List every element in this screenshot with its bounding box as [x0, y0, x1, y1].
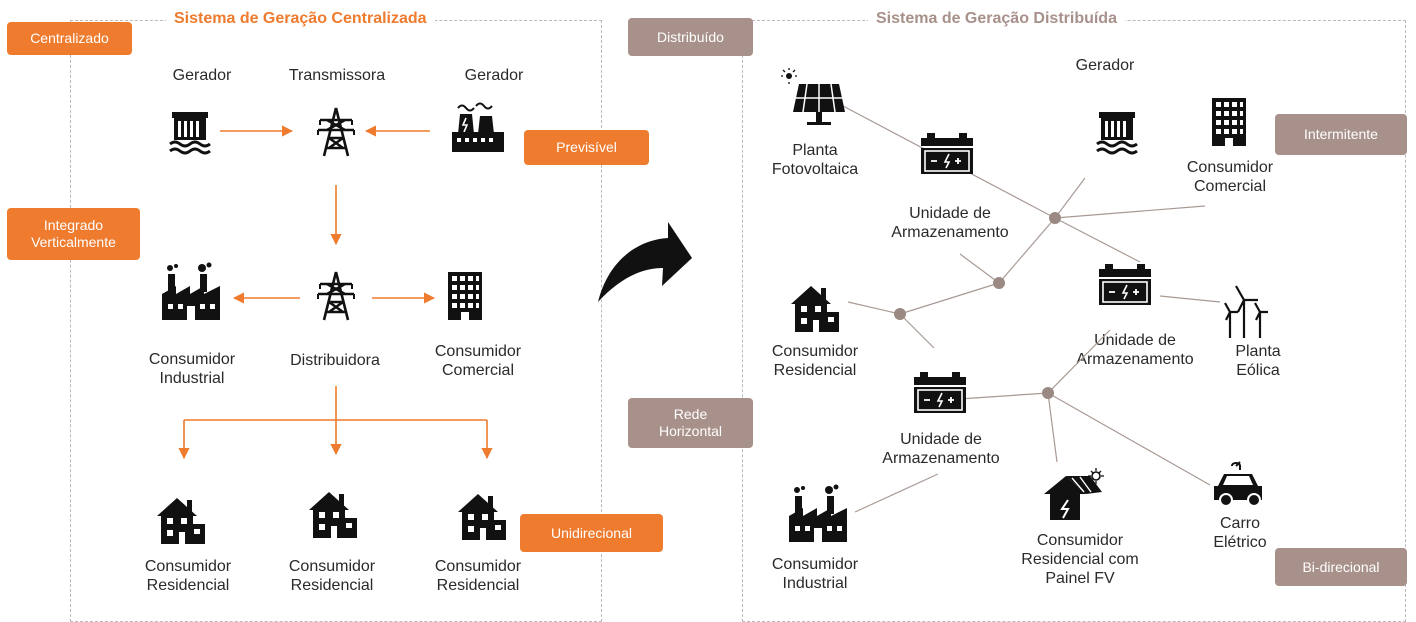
badge-rede-line1: Rede: [673, 406, 708, 422]
badge-intermitente: Intermitente: [1275, 114, 1407, 155]
label-unidade-c: Unidade de Armazenamento: [866, 430, 1016, 468]
battery-icon-a: [920, 132, 974, 175]
label-line: Unidade de: [1094, 332, 1176, 349]
network-edges: [842, 105, 1221, 513]
label-line: Industrial: [159, 370, 225, 387]
house-icon-3: [458, 494, 506, 540]
distribution-tower-icon: [316, 270, 356, 322]
label-planta-eolica: Planta Eólica: [1213, 342, 1303, 380]
house-icon-2: [309, 492, 357, 538]
label-line: Residencial: [436, 577, 520, 594]
label-line: Carro: [1219, 515, 1260, 532]
factory-icon: [162, 262, 220, 320]
label-consumidor-comercial-dist: Consumidor Comercial: [1170, 158, 1290, 196]
label-gerador-dist: Gerador: [1075, 57, 1135, 74]
network-node: [894, 308, 906, 320]
badge-rede-line2: Horizontal: [658, 423, 723, 439]
label-gerador-left: Gerador: [172, 67, 232, 84]
label-residencial-3: Consumidor Residencial: [418, 557, 538, 595]
dam-icon-left: [168, 110, 212, 155]
label-consumidor-industrial-dist: Consumidor Industrial: [755, 555, 875, 593]
label-planta-fotovoltaica: Planta Fotovoltaica: [755, 141, 875, 179]
label-carro-eletrico: Carro Elétrico: [1195, 514, 1285, 552]
label-transmissora: Transmissora: [288, 67, 386, 84]
solar-panel-icon: [780, 67, 846, 126]
electric-car-icon: [1213, 461, 1263, 507]
label-residencial-2: Consumidor Residencial: [272, 557, 392, 595]
label-line: Residencial: [290, 577, 374, 594]
label-line: Consumidor: [434, 343, 522, 360]
label-line: Armazenamento: [882, 450, 1000, 467]
label-consumidor-comercial: Consumidor Comercial: [418, 342, 538, 380]
transition-arrow-icon: [598, 222, 692, 302]
label-distribuidora: Distribuidora: [290, 352, 380, 369]
label-line: Planta: [1235, 343, 1281, 360]
label-line: Consumidor: [1186, 159, 1274, 176]
battery-icon-c: [913, 371, 967, 414]
label-line: Residencial com: [1021, 551, 1139, 568]
label-residencial-painel-fv: Consumidor Residencial com Painel FV: [1000, 531, 1160, 588]
label-line: Consumidor: [144, 558, 232, 575]
label-line: Painel FV: [1045, 570, 1115, 587]
power-plant-icon: [451, 102, 505, 153]
label-line: Residencial: [773, 362, 857, 379]
badge-integrado-verticalmente: Integrado Verticalmente: [7, 208, 140, 260]
badge-integrado-line2: Verticalmente: [31, 234, 116, 250]
label-consumidor-industrial: Consumidor Industrial: [132, 350, 252, 388]
dam-icon-right: [1095, 110, 1139, 155]
badge-previsivel: Previsível: [524, 130, 649, 165]
label-consumidor-residencial-dist: Consumidor Residencial: [755, 342, 875, 380]
badge-distribuido: Distribuído: [628, 18, 753, 56]
label-line: Armazenamento: [1076, 351, 1194, 368]
label-line: Comercial: [1193, 178, 1266, 195]
label-unidade-b: Unidade de Armazenamento: [1060, 331, 1210, 369]
badge-integrado-line1: Integrado: [43, 217, 104, 233]
transmission-tower-icon: [316, 106, 356, 158]
label-line: Planta: [792, 142, 838, 159]
label-line: Consumidor: [288, 558, 376, 575]
badge-rede-horizontal: Rede Horizontal: [628, 398, 753, 448]
badge-centralizado: Centralizado: [7, 22, 132, 55]
label-line: Eólica: [1236, 362, 1280, 379]
label-unidade-a: Unidade de Armazenamento: [875, 204, 1025, 242]
label-line: Armazenamento: [891, 224, 1009, 241]
label-line: Consumidor: [148, 351, 236, 368]
label-line: Consumidor: [771, 343, 859, 360]
network-node: [1042, 387, 1054, 399]
label-line: Unidade de: [909, 205, 991, 222]
label-residencial-1: Consumidor Residencial: [128, 557, 248, 595]
house-icon-1: [157, 498, 205, 544]
factory-icon-right: [789, 484, 847, 542]
network-node: [1049, 212, 1061, 224]
label-gerador-right: Gerador: [464, 67, 524, 84]
label-line: Industrial: [782, 575, 848, 592]
label-line: Consumidor: [434, 558, 522, 575]
badge-bidirecional: Bi-direcional: [1275, 548, 1407, 586]
battery-icon-b: [1098, 263, 1152, 306]
network-node: [993, 277, 1005, 289]
label-line: Unidade de: [900, 431, 982, 448]
label-line: Comercial: [441, 362, 514, 379]
centralized-title: Sistema de Geração Centralizada: [166, 10, 435, 28]
distributed-title: Sistema de Geração Distribuída: [868, 10, 1125, 28]
network-nodes: [894, 212, 1061, 399]
label-line: Fotovoltaica: [771, 161, 859, 178]
label-line: Residencial: [146, 577, 230, 594]
commercial-building-icon: [448, 272, 482, 320]
commercial-building-icon-right: [1212, 98, 1246, 146]
wind-turbine-icon: [1223, 284, 1270, 340]
label-line: Elétrico: [1213, 534, 1267, 551]
label-line: Consumidor: [1036, 532, 1124, 549]
label-line: Consumidor: [771, 556, 859, 573]
house-solar-icon: [1043, 467, 1105, 521]
house-icon-residencial: [791, 286, 839, 332]
badge-unidirecional: Unidirecional: [520, 514, 663, 552]
